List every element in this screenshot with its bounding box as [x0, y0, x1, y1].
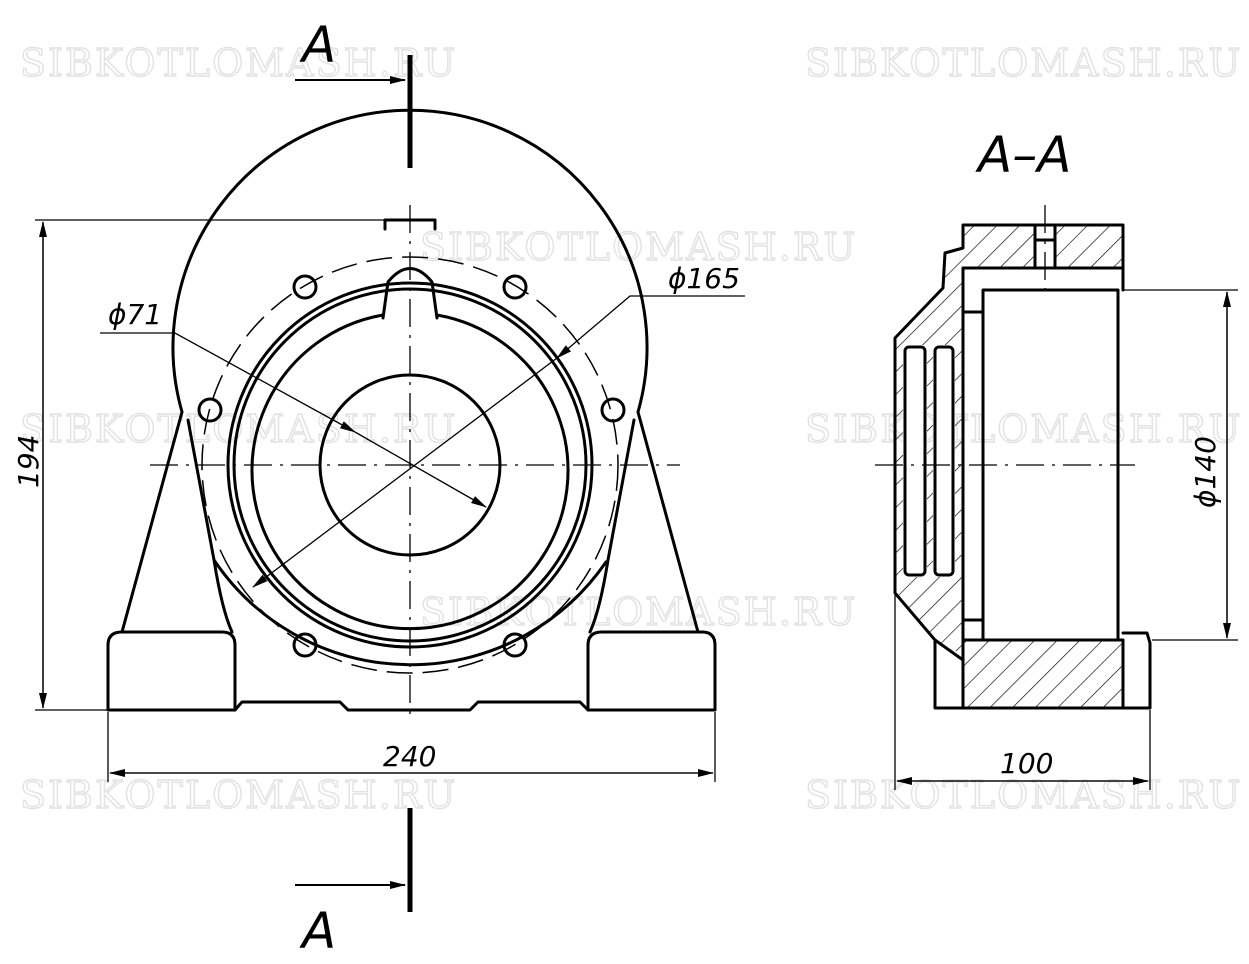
front-dimensions: 240 194 ϕ71 ϕ165: [12, 219, 745, 782]
bolt-hole: [292, 632, 318, 658]
section-marker-top: A: [295, 16, 413, 168]
bolt-holes: [197, 274, 626, 658]
bearing: [981, 288, 1120, 642]
watermark: SIBKOTLOMASH.RU: [805, 773, 1242, 817]
right-foot: [586, 630, 717, 712]
section-title: A–A: [975, 126, 1071, 184]
watermark: SIBKOTLOMASH.RU: [420, 225, 857, 269]
leader-line: [100, 332, 356, 433]
dim-section-width: 100: [1000, 747, 1053, 780]
section-letter: A: [299, 16, 336, 74]
bolt-hole: [502, 274, 528, 300]
watermark: SIBKOTLOMASH.RU: [805, 41, 1242, 85]
housing-outer-arc: [171, 108, 649, 414]
section-letter: A: [299, 902, 336, 960]
bolt-hole: [600, 397, 626, 423]
watermark: SIBKOTLOMASH.RU: [20, 41, 457, 85]
bolt-hole: [502, 632, 528, 658]
chamfer-line: [933, 638, 965, 662]
housing-inner-edges: [961, 266, 1125, 710]
left-foot: [106, 630, 237, 712]
groove-clear: [903, 345, 927, 577]
leg-outer-edges: [120, 410, 700, 634]
bolt-hole: [292, 274, 318, 300]
watermark: SIBKOTLOMASH.RU: [20, 773, 457, 817]
front-view: [106, 108, 717, 720]
groove-clear: [933, 345, 955, 577]
base-line: [233, 700, 590, 712]
section-view: A–A 100 ϕ140: [875, 126, 1238, 790]
dim-overall-height: 194: [12, 435, 45, 488]
grease-fitting: [1033, 223, 1057, 270]
dim-bore-diameter: ϕ71: [108, 298, 162, 331]
dim-bolt-circle-diameter: ϕ165: [668, 262, 740, 295]
watermark: SIBKOTLOMASH.RU: [805, 407, 1242, 451]
section-hatching: [895, 225, 1123, 708]
dim-overall-width: 240: [383, 740, 436, 773]
watermarks: SIBKOTLOMASH.RU SIBKOTLOMASH.RU SIBKOTLO…: [19, 40, 1242, 817]
dimension-line: [252, 357, 558, 588]
seal: [903, 345, 927, 577]
dimension-line: [354, 431, 487, 508]
leader-line: [556, 295, 745, 359]
watermark: SIBKOTLOMASH.RU: [420, 590, 857, 634]
grease-hole-clear: [1035, 225, 1055, 270]
seal: [933, 345, 955, 577]
dim-housing-bore-diameter: ϕ140: [1189, 436, 1222, 508]
bearing-shoulder: [961, 310, 985, 622]
bolt-hole: [197, 397, 223, 423]
section-marker-bottom: A: [295, 808, 413, 960]
